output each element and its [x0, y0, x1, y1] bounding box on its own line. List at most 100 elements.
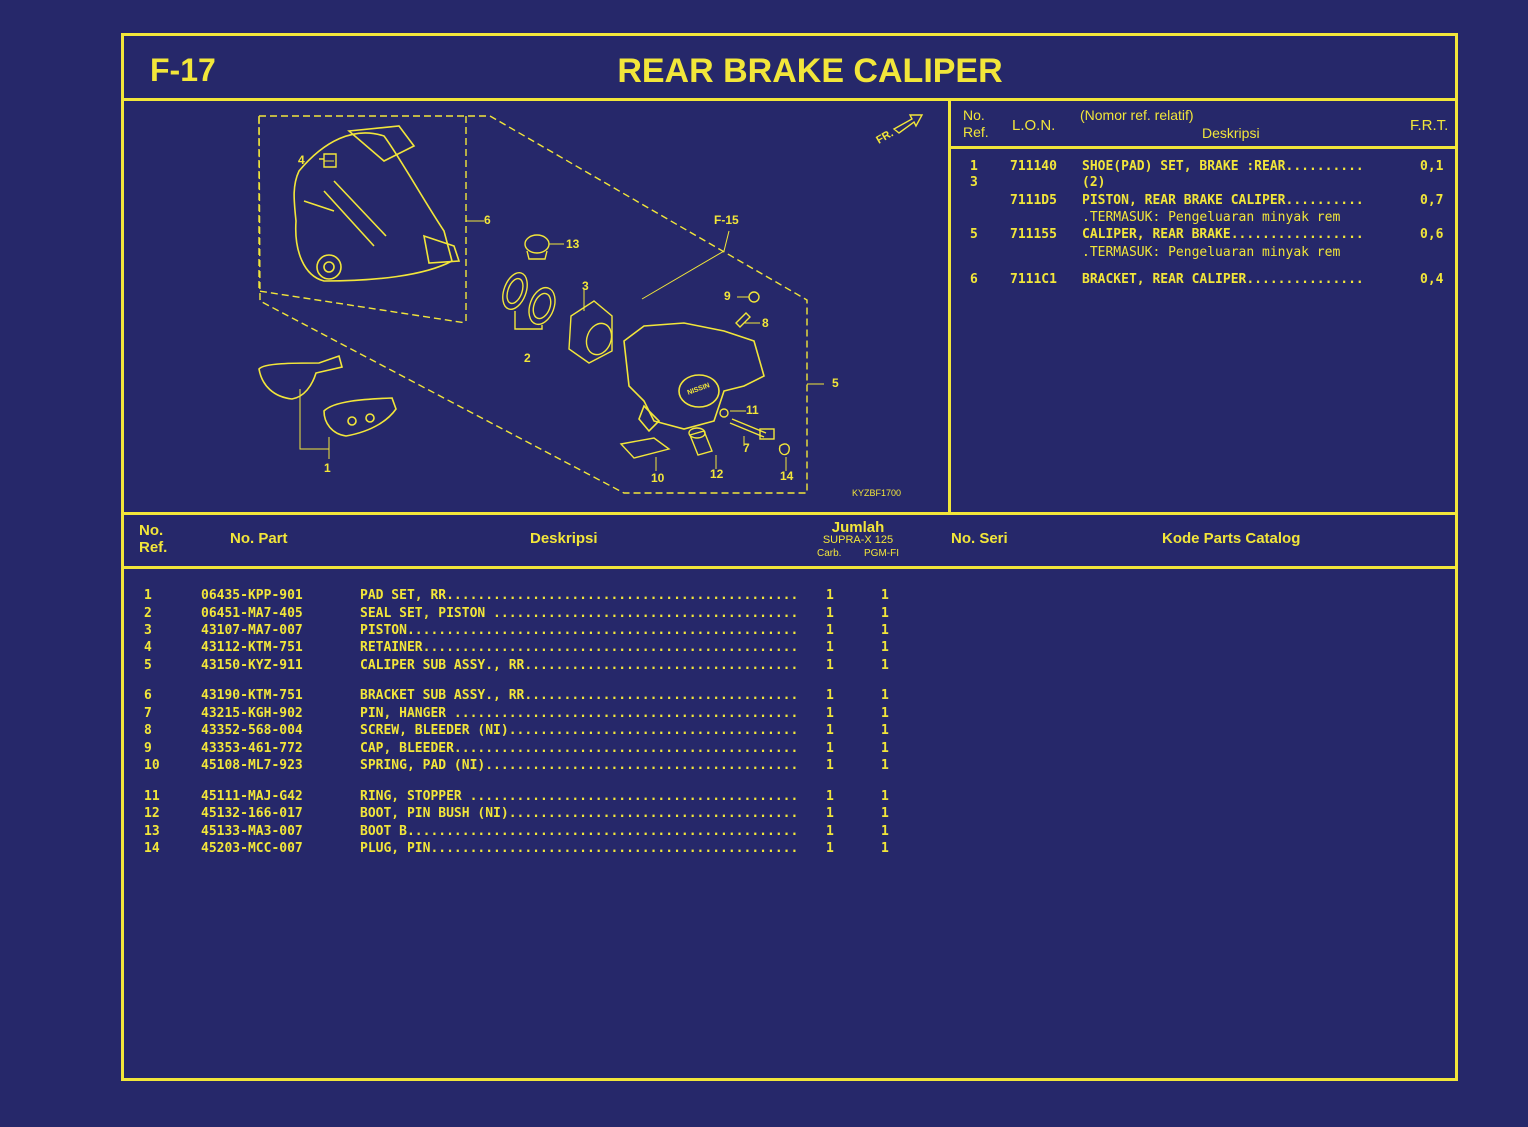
- qty-carb: 1: [826, 741, 834, 756]
- part-desc: RETAINER................................…: [360, 640, 799, 655]
- lon-code: 7111C1: [1010, 272, 1057, 287]
- part-ref: 13: [144, 824, 160, 839]
- part-number[interactable]: 45132-166-017: [201, 806, 303, 821]
- callout-14: 14: [780, 469, 794, 483]
- qty-pgm: 1: [881, 806, 889, 821]
- parts-header-pgm: PGM-FI: [864, 548, 899, 559]
- caliper-part: [623, 322, 765, 433]
- part-number[interactable]: 45203-MCC-007: [201, 841, 303, 856]
- callout-7: 7: [743, 441, 750, 455]
- part-ref: 9: [144, 741, 152, 756]
- qty-pgm: 1: [881, 741, 889, 756]
- callout-8: 8: [762, 316, 769, 330]
- part-ref: 1: [144, 588, 152, 603]
- part-ref: 5: [144, 658, 152, 673]
- pin-hanger-part: [729, 418, 775, 440]
- qty-carb: 1: [826, 806, 834, 821]
- parts-header-carb: Carb.: [817, 548, 842, 559]
- part-number[interactable]: 45111-MAJ-G42: [201, 789, 303, 804]
- qty-carb: 1: [826, 658, 834, 673]
- qty-carb: 1: [826, 640, 834, 655]
- part-number[interactable]: 45108-ML7-923: [201, 758, 303, 773]
- lon-ref: 6: [970, 272, 978, 287]
- qty-carb: 1: [826, 688, 834, 703]
- front-arrow-icon: [892, 114, 924, 134]
- qty-pgm: 1: [881, 706, 889, 721]
- qty-carb: 1: [826, 706, 834, 721]
- part-ref: 8: [144, 723, 152, 738]
- part-number[interactable]: 43353-461-772: [201, 741, 303, 756]
- callout-3: 3: [582, 279, 589, 293]
- qty-carb: 1: [826, 841, 834, 856]
- qty-pgm: 1: [881, 789, 889, 804]
- lon-desc: PISTON, REAR BRAKE CALIPER..........: [1082, 193, 1364, 208]
- part-number[interactable]: 43107-MA7-007: [201, 623, 303, 638]
- lon-header-frt: F.R.T.: [1410, 117, 1449, 134]
- part-desc: BOOT, PIN BUSH (NI).....................…: [360, 806, 799, 821]
- lon-frt: 0,7: [1420, 193, 1444, 208]
- catalog-frame: [121, 33, 1458, 1081]
- spring-pad-part: [619, 437, 671, 459]
- part-desc: CALIPER SUB ASSY., RR...................…: [360, 658, 799, 673]
- part-desc: RING, STOPPER ..........................…: [360, 789, 799, 804]
- qty-pgm: 1: [881, 606, 889, 621]
- part-desc: SEAL SET, PISTON .......................…: [360, 606, 799, 621]
- parts-header-kode: Kode Parts Catalog: [1162, 530, 1301, 547]
- part-desc: CAP, BLEEDER............................…: [360, 741, 799, 756]
- part-ref: 7: [144, 706, 152, 721]
- part-number[interactable]: 45133-MA3-007: [201, 824, 303, 839]
- diagram-divider: [121, 512, 1458, 515]
- part-desc: SCREW, BLEEDER (NI).....................…: [360, 723, 799, 738]
- parts-header-model: SUPRA-X 125: [822, 534, 894, 546]
- part-number[interactable]: 43190-KTM-751: [201, 688, 303, 703]
- callout-6: 6: [484, 213, 491, 227]
- plug-part: [778, 443, 790, 456]
- pad-set-part: [258, 354, 397, 437]
- part-number[interactable]: 43150-KYZ-911: [201, 658, 303, 673]
- lon-header-divider: [951, 146, 1455, 149]
- lon-ref: 5: [970, 227, 978, 242]
- lon-ref: 3: [970, 175, 978, 190]
- callout-11: 11: [746, 403, 759, 417]
- lon-desc: BRACKET, REAR CALIPER...............: [1082, 272, 1364, 287]
- qty-pgm: 1: [881, 758, 889, 773]
- exploded-diagram: 4 6 13 3 2 1 9 8 5 11 7 12 10 14 F-15 FR…: [124, 101, 949, 512]
- lon-desc: CALIPER, REAR BRAKE.................: [1082, 227, 1364, 242]
- part-number[interactable]: 06451-MA7-405: [201, 606, 303, 621]
- parts-header-noseri: No. Seri: [951, 530, 1008, 547]
- parts-header-divider: [121, 566, 1458, 569]
- callout-9: 9: [724, 289, 731, 303]
- callout-13: 13: [566, 237, 580, 251]
- part-number[interactable]: 43112-KTM-751: [201, 640, 303, 655]
- callout-4: 4: [298, 153, 305, 167]
- qty-pgm: 1: [881, 623, 889, 638]
- assembly-outline: [258, 115, 808, 494]
- part-number[interactable]: 06435-KPP-901: [201, 588, 303, 603]
- lon-header-noref: No.Ref.: [963, 107, 989, 140]
- part-desc: PLUG, PIN...............................…: [360, 841, 799, 856]
- lon-frt: 0,6: [1420, 227, 1444, 242]
- parts-header-nopart: No. Part: [230, 530, 288, 547]
- part-ref: 3: [144, 623, 152, 638]
- part-desc: BRACKET SUB ASSY., RR...................…: [360, 688, 799, 703]
- part-ref: 10: [144, 758, 160, 773]
- part-number[interactable]: 43352-568-004: [201, 723, 303, 738]
- part-desc: SPRING, PAD (NI)........................…: [360, 758, 799, 773]
- lon-frt: 0,1: [1420, 159, 1444, 174]
- part-desc: PISTON..................................…: [360, 623, 799, 638]
- callout-5: 5: [832, 376, 839, 390]
- retainer-part: [319, 153, 337, 168]
- leader-lines: [299, 160, 824, 471]
- callout-10: 10: [651, 471, 665, 485]
- part-desc: BOOT B..................................…: [360, 824, 799, 839]
- qty-pgm: 1: [881, 588, 889, 603]
- bracket-part: [293, 125, 461, 282]
- qty-pgm: 1: [881, 658, 889, 673]
- part-ref: 14: [144, 841, 160, 856]
- lon-desc: SHOE(PAD) SET, BRAKE :REAR..........: [1082, 159, 1364, 174]
- lon-header-lon: L.O.N.: [1012, 117, 1056, 134]
- lon-code: 7111D5: [1010, 193, 1057, 208]
- page-code: F-17: [150, 52, 216, 88]
- part-number[interactable]: 43215-KGH-902: [201, 706, 303, 721]
- lon-ref: 1: [970, 159, 978, 174]
